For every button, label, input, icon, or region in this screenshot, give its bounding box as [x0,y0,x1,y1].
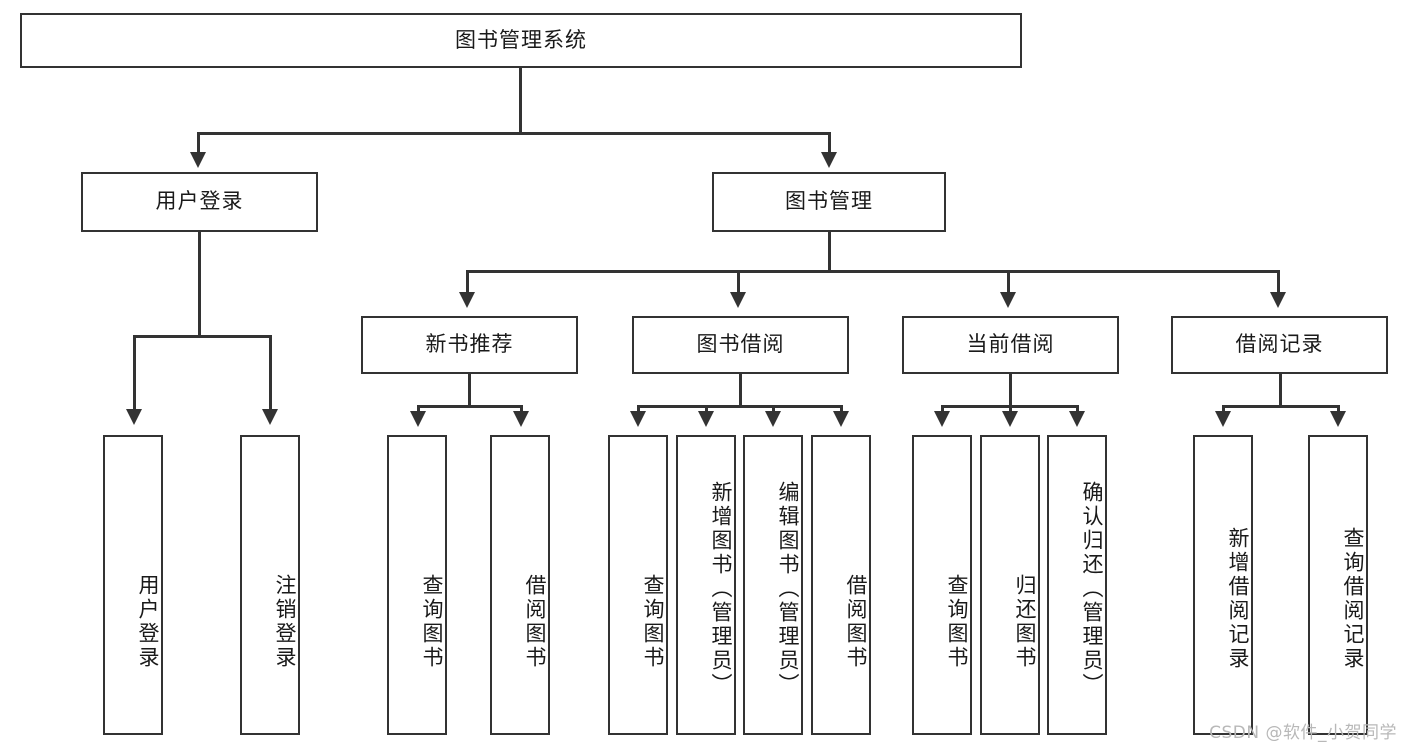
node-new-book-recommend[interactable]: 新书推荐 [361,316,578,374]
connector-user-login-drop-2 [269,335,272,411]
connector-borrow-record-drop-2 [1337,405,1340,413]
connector-book-borrow-drop-3 [772,405,775,413]
arrow-to-book-borrow-leaf-1 [630,411,646,427]
leaf-borrow-book[interactable]: 借阅图书 [811,435,871,735]
watermark: CSDN @软件_小贺同学 [1209,723,1397,743]
connector-new-book-drop-1 [417,405,420,413]
leaf-logout[interactable]: 注销登录 [240,435,300,735]
connector-new-book-bus [417,405,522,408]
leaf-user-login[interactable]: 用户登录 [103,435,163,735]
connector-current-borrow-drop-3 [1076,405,1079,413]
leaf-query-book-recommend[interactable]: 查询图书 [387,435,447,735]
arrow-to-borrow-record-leaf-2 [1330,411,1346,427]
connector-level2-left-drop [197,132,200,154]
leaf-edit-book-admin[interactable]: 编辑图书（管理员） [743,435,803,735]
leaf-add-book-admin[interactable]: 新增图书（管理员） [676,435,736,735]
leaf-confirm-return-admin[interactable]: 确认归还（管理员） [1047,435,1107,735]
arrow-to-borrow-record-leaf-1 [1215,411,1231,427]
arrow-to-user-login-leaf [126,409,142,425]
connector-user-login-bus [133,335,271,338]
connector-borrow-record-stem [1279,374,1282,407]
node-root-book-management-system[interactable]: 图书管理系统 [20,13,1022,68]
node-book-management[interactable]: 图书管理 [712,172,946,232]
connector-current-borrow-drop-2 [1009,405,1012,413]
connector-user-login-drop-1 [133,335,136,411]
leaf-query-borrow-record[interactable]: 查询借阅记录 [1308,435,1368,735]
connector-borrow-record-bus [1222,405,1339,408]
connector-book-borrow-drop-2 [705,405,708,413]
node-current-borrow[interactable]: 当前借阅 [902,316,1119,374]
arrow-to-book-borrow [730,292,746,308]
connector-level3-drop-2 [737,270,740,294]
node-user-login[interactable]: 用户登录 [81,172,318,232]
leaf-borrow-book-recommend[interactable]: 借阅图书 [490,435,550,735]
connector-current-borrow-stem [1009,374,1012,407]
connector-level3-bus [466,270,1280,273]
arrow-to-current-borrow [1000,292,1016,308]
arrow-to-logout-leaf [262,409,278,425]
arrow-to-book-borrow-leaf-3 [765,411,781,427]
connector-book-borrow-drop-1 [637,405,640,413]
arrow-to-book-management [821,152,837,168]
leaf-add-borrow-record[interactable]: 新增借阅记录 [1193,435,1253,735]
connector-level3-drop-1 [466,270,469,294]
arrow-to-new-book-leaf-2 [513,411,529,427]
arrow-to-current-borrow-leaf-1 [934,411,950,427]
connector-level2-right-drop [828,132,831,154]
arrow-to-book-borrow-leaf-4 [833,411,849,427]
connector-user-login-stem [198,232,201,337]
connector-borrow-record-drop-1 [1222,405,1225,413]
connector-new-book-drop-2 [520,405,523,413]
node-borrow-record[interactable]: 借阅记录 [1171,316,1388,374]
leaf-query-book-borrow[interactable]: 查询图书 [608,435,668,735]
leaf-return-book[interactable]: 归还图书 [980,435,1040,735]
connector-book-borrow-drop-4 [840,405,843,413]
arrow-to-new-book-leaf-1 [410,411,426,427]
connector-book-management-stem [828,232,831,272]
arrow-to-new-book-recommend [459,292,475,308]
arrow-to-current-borrow-leaf-2 [1002,411,1018,427]
arrow-to-book-borrow-leaf-2 [698,411,714,427]
connector-current-borrow-drop-1 [941,405,944,413]
arrow-to-current-borrow-leaf-3 [1069,411,1085,427]
arrow-to-borrow-record [1270,292,1286,308]
node-book-borrow[interactable]: 图书借阅 [632,316,849,374]
connector-new-book-stem [468,374,471,407]
connector-level3-drop-3 [1007,270,1010,294]
connector-root-stem [519,68,522,134]
arrow-to-user-login [190,152,206,168]
connector-level3-drop-4 [1277,270,1280,294]
connector-book-borrow-stem [739,374,742,407]
connector-level2-bus [197,132,831,135]
connector-book-borrow-bus [637,405,842,408]
leaf-query-book-current[interactable]: 查询图书 [912,435,972,735]
